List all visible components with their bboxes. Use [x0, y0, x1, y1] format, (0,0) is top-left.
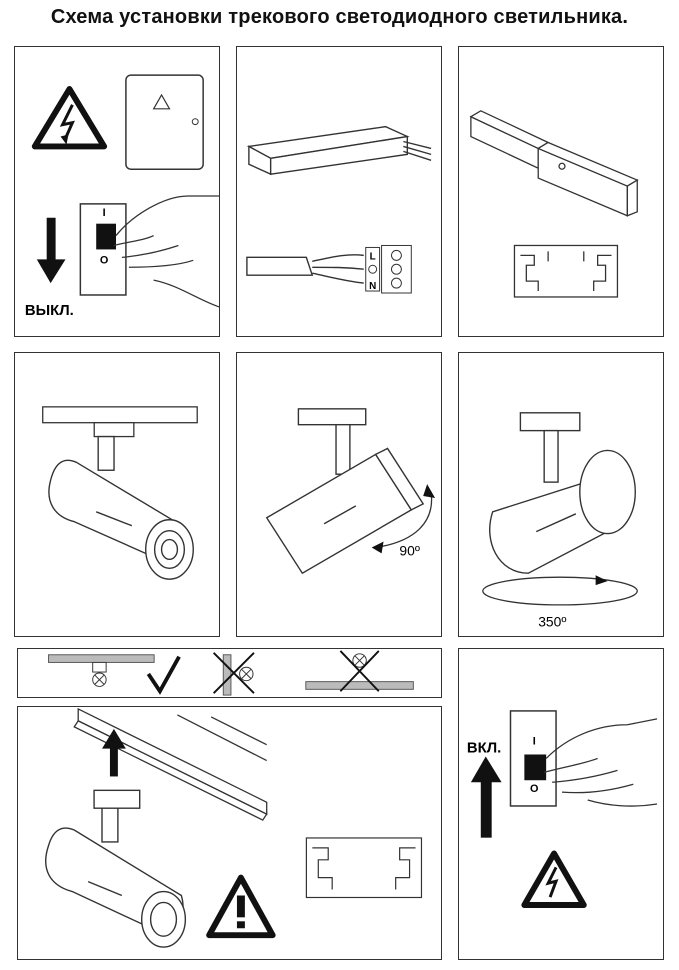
wall-mount-no: [212, 652, 255, 696]
install-spotlight: [45, 789, 187, 948]
warning-electric-icon: [31, 86, 108, 150]
spotlight-body: [48, 435, 194, 580]
mounting-surfaces-illustration: [48, 650, 414, 696]
svg-text:N: N: [369, 281, 376, 292]
svg-text:O: O: [530, 783, 538, 795]
wall-switch: I O: [79, 203, 127, 296]
panel-tilt: 90º: [236, 352, 442, 637]
warning-general-icon: [206, 874, 276, 939]
wiring-illustration: L N: [246, 125, 432, 294]
power-off-illustration: I O ВЫКЛ.: [25, 74, 219, 319]
svg-text:I: I: [103, 207, 106, 219]
hand-drawing: [113, 195, 219, 308]
rotate-angle-label: 350º: [538, 614, 566, 630]
rotate-arrow: [482, 576, 638, 606]
track-rail-illustration: [469, 110, 639, 298]
lamp-symbol-icon: [239, 666, 254, 682]
panel-mounting-surfaces: [17, 648, 442, 698]
cross-icon: [212, 652, 255, 694]
lamp-symbol-icon: [352, 653, 367, 668]
on-label: ВКЛ.: [467, 741, 501, 757]
install-illustration: [45, 707, 423, 948]
rail-profile: [513, 244, 619, 298]
ceiling-mount-ok: [48, 654, 155, 687]
cross-icon: [339, 650, 380, 692]
panel-fixture: [14, 352, 220, 637]
tilt-illustration: 90º: [265, 408, 436, 575]
floor-mount-no: [305, 650, 414, 692]
checkmark-icon: [146, 655, 181, 695]
cable-with-wires: [246, 254, 364, 284]
arrow-down-icon: [36, 217, 66, 284]
off-label: ВЫКЛ.: [25, 303, 74, 319]
fixture-illustration: [42, 406, 198, 580]
warning-electric-icon: [521, 850, 587, 908]
panel-power-on: ВКЛ. I O: [458, 648, 664, 960]
power-on-illustration: ВКЛ. I O: [467, 710, 658, 908]
rotate-illustration: 350º: [482, 412, 638, 630]
tilt-arrow: [375, 491, 433, 549]
arrow-up-icon: [470, 756, 502, 838]
panel-track-rail: [458, 46, 664, 337]
wall-switch: I O: [509, 710, 557, 807]
panel-install-track: [17, 706, 442, 960]
arrow-up-icon: [102, 728, 126, 777]
lamp-symbol-icon: [92, 672, 107, 687]
tilt-angle-label: 90º: [399, 542, 419, 558]
svg-text:I: I: [533, 736, 536, 748]
svg-text:L: L: [370, 251, 376, 262]
rotated-spotlight: [489, 412, 636, 574]
panel-rotate: 350º: [458, 352, 664, 637]
page-title: Схема установки трекового светодиодного …: [50, 6, 629, 28]
electrical-box: [125, 74, 204, 170]
panel-power-off: I O ВЫКЛ.: [14, 46, 220, 337]
panel-wiring: L N: [236, 46, 442, 337]
tilted-spotlight: [265, 408, 425, 575]
rail-profile-small: [305, 837, 423, 899]
hand-drawing: [543, 718, 658, 807]
driver-box: [246, 125, 432, 176]
track-rail: [469, 110, 639, 217]
svg-text:O: O: [100, 254, 108, 266]
terminal-block: L N: [365, 244, 412, 294]
mounted-track: [42, 406, 198, 438]
